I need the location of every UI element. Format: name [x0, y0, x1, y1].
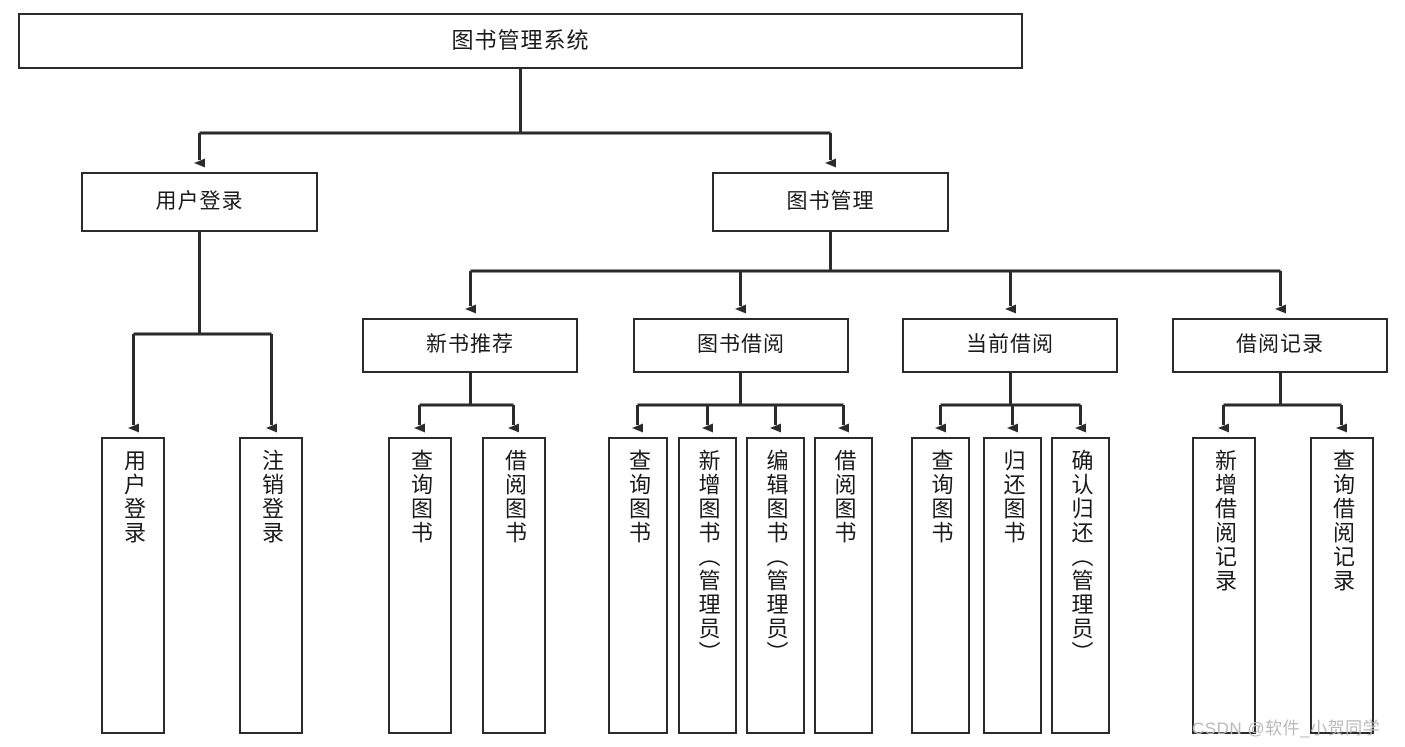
node-leaf-borrow-book[interactable]: 借阅图书 — [814, 437, 873, 734]
node-label: 借阅图书 — [502, 449, 527, 545]
node-leaf-add-book-admin[interactable]: 新增图书（管理员） — [678, 437, 737, 734]
node-new-book-recommend[interactable]: 新书推荐 — [362, 318, 578, 373]
node-leaf-borrow-book-newbook[interactable]: 借阅图书 — [482, 437, 546, 734]
node-leaf-query-book-current[interactable]: 查询图书 — [911, 437, 970, 734]
node-leaf-query-book-newbook[interactable]: 查询图书 — [388, 437, 452, 734]
node-leaf-add-borrow-record[interactable]: 新增借阅记录 — [1192, 437, 1256, 734]
node-label: 图书借阅 — [697, 333, 785, 357]
node-label: 新增借阅记录 — [1212, 449, 1237, 593]
node-label: 查询图书 — [928, 449, 954, 545]
node-label: 查询图书 — [626, 449, 651, 545]
node-leaf-confirm-return-admin[interactable]: 确认归还（管理员） — [1051, 437, 1110, 734]
node-leaf-user-login[interactable]: 用户登录 — [101, 437, 165, 734]
node-label: 新增图书（管理员） — [695, 449, 721, 665]
node-label: 编辑图书（管理员） — [763, 449, 789, 665]
node-label: 当前借阅 — [966, 333, 1054, 357]
node-user-login[interactable]: 用户登录 — [81, 172, 318, 232]
node-label: 图书管理系统 — [451, 28, 590, 54]
node-label: 归还图书 — [1000, 449, 1026, 545]
node-label: 用户登录 — [155, 189, 244, 213]
node-leaf-query-book-borrow[interactable]: 查询图书 — [608, 437, 668, 734]
node-leaf-edit-book-admin[interactable]: 编辑图书（管理员） — [746, 437, 805, 734]
node-current-borrow[interactable]: 当前借阅 — [902, 318, 1118, 373]
node-book-borrow[interactable]: 图书借阅 — [633, 318, 849, 373]
node-borrow-record[interactable]: 借阅记录 — [1172, 318, 1388, 373]
node-book-management[interactable]: 图书管理 — [712, 172, 949, 232]
node-label: 图书管理 — [786, 189, 875, 213]
node-label: 注销登录 — [259, 449, 284, 545]
node-leaf-query-borrow-record[interactable]: 查询借阅记录 — [1310, 437, 1374, 734]
node-leaf-logout[interactable]: 注销登录 — [239, 437, 303, 734]
node-label: 新书推荐 — [426, 333, 514, 357]
node-label: 确认归还（管理员） — [1068, 449, 1094, 665]
csdn-watermark: CSDN @软件_小贺同学 — [1192, 719, 1381, 738]
node-label: 借阅记录 — [1236, 333, 1324, 357]
node-root-book-management-system[interactable]: 图书管理系统 — [18, 13, 1023, 69]
node-label: 借阅图书 — [831, 449, 857, 545]
node-label: 查询图书 — [408, 449, 433, 545]
node-label: 查询借阅记录 — [1330, 449, 1355, 593]
node-label: 用户登录 — [121, 449, 146, 545]
node-leaf-return-book[interactable]: 归还图书 — [983, 437, 1042, 734]
